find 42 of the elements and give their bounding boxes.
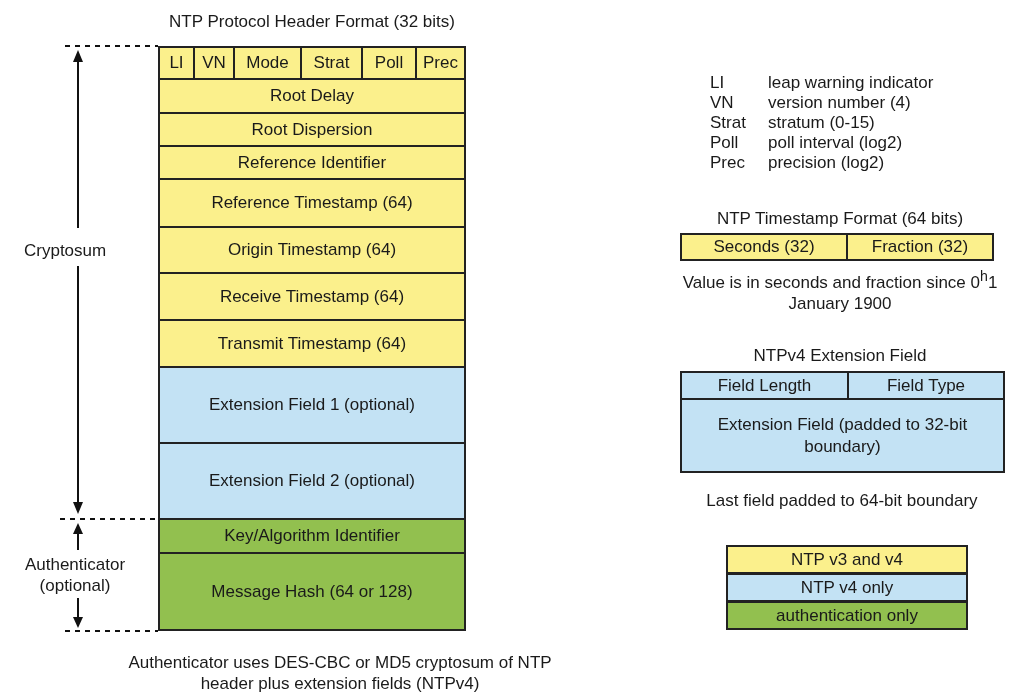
legend-swatch: NTP v4 only [726, 573, 968, 602]
label: Strat [710, 112, 746, 133]
header-field: Transmit Timestamp (64) [158, 319, 466, 368]
label: VN [710, 92, 734, 113]
header-field: Poll [361, 46, 417, 80]
label: Value is in seconds and fraction since 0$^{h}$1 January 1900 [681, 267, 999, 314]
header-field: Field Type [847, 371, 1005, 400]
header-field: Extension Field 2 (optional) [158, 442, 466, 520]
header-field: Key/Algorithm Identifier [158, 518, 466, 554]
header-field: Seconds (32) [680, 233, 848, 261]
header-field: Field Length [680, 371, 849, 400]
label: Cryptosum [24, 240, 107, 261]
label: Prec [710, 152, 745, 173]
header-field: Root Dispersion [158, 112, 466, 147]
header-field: Reference Timestamp (64) [158, 178, 466, 228]
header-field: Strat [300, 46, 363, 80]
header-field: Mode [233, 46, 302, 80]
label: version number (4) [768, 92, 911, 113]
label: NTP Timestamp Format (64 bits) [715, 208, 965, 229]
diagram-title: NTP Protocol Header Format (32 bits) [168, 12, 456, 32]
label: poll interval (log2) [768, 132, 903, 153]
caption: Authenticator uses DES-CBC or MD5 cryptosum of NTP header plus extension fields (NTPv4) [127, 652, 553, 694]
label: Authenticator (optional) [23, 554, 127, 596]
header-field: Receive Timestamp (64) [158, 272, 466, 321]
header-field: VN [193, 46, 235, 80]
header-field: Extension Field (padded to 32-bit boundary) [680, 398, 1005, 473]
header-field: Fraction (32) [846, 233, 994, 261]
header-field: Message Hash (64 or 128) [158, 552, 466, 631]
header-field: Extension Field 1 (optional) [158, 366, 466, 444]
label: NTPv4 Extension Field [752, 345, 928, 366]
label: leap warning indicator [768, 72, 934, 93]
header-field: Reference Identifier [158, 145, 466, 180]
header-field: Origin Timestamp (64) [158, 226, 466, 274]
header-field: Prec [415, 46, 466, 80]
legend-swatch: NTP v3 and v4 [726, 545, 968, 574]
label: precision (log2) [768, 152, 885, 173]
label: LI [710, 72, 725, 93]
label: Last field padded to 64-bit boundary [705, 490, 979, 511]
label: Poll [710, 132, 739, 153]
legend-swatch: authentication only [726, 601, 968, 630]
label: stratum (0-15) [768, 112, 875, 133]
header-field: Root Delay [158, 78, 466, 114]
